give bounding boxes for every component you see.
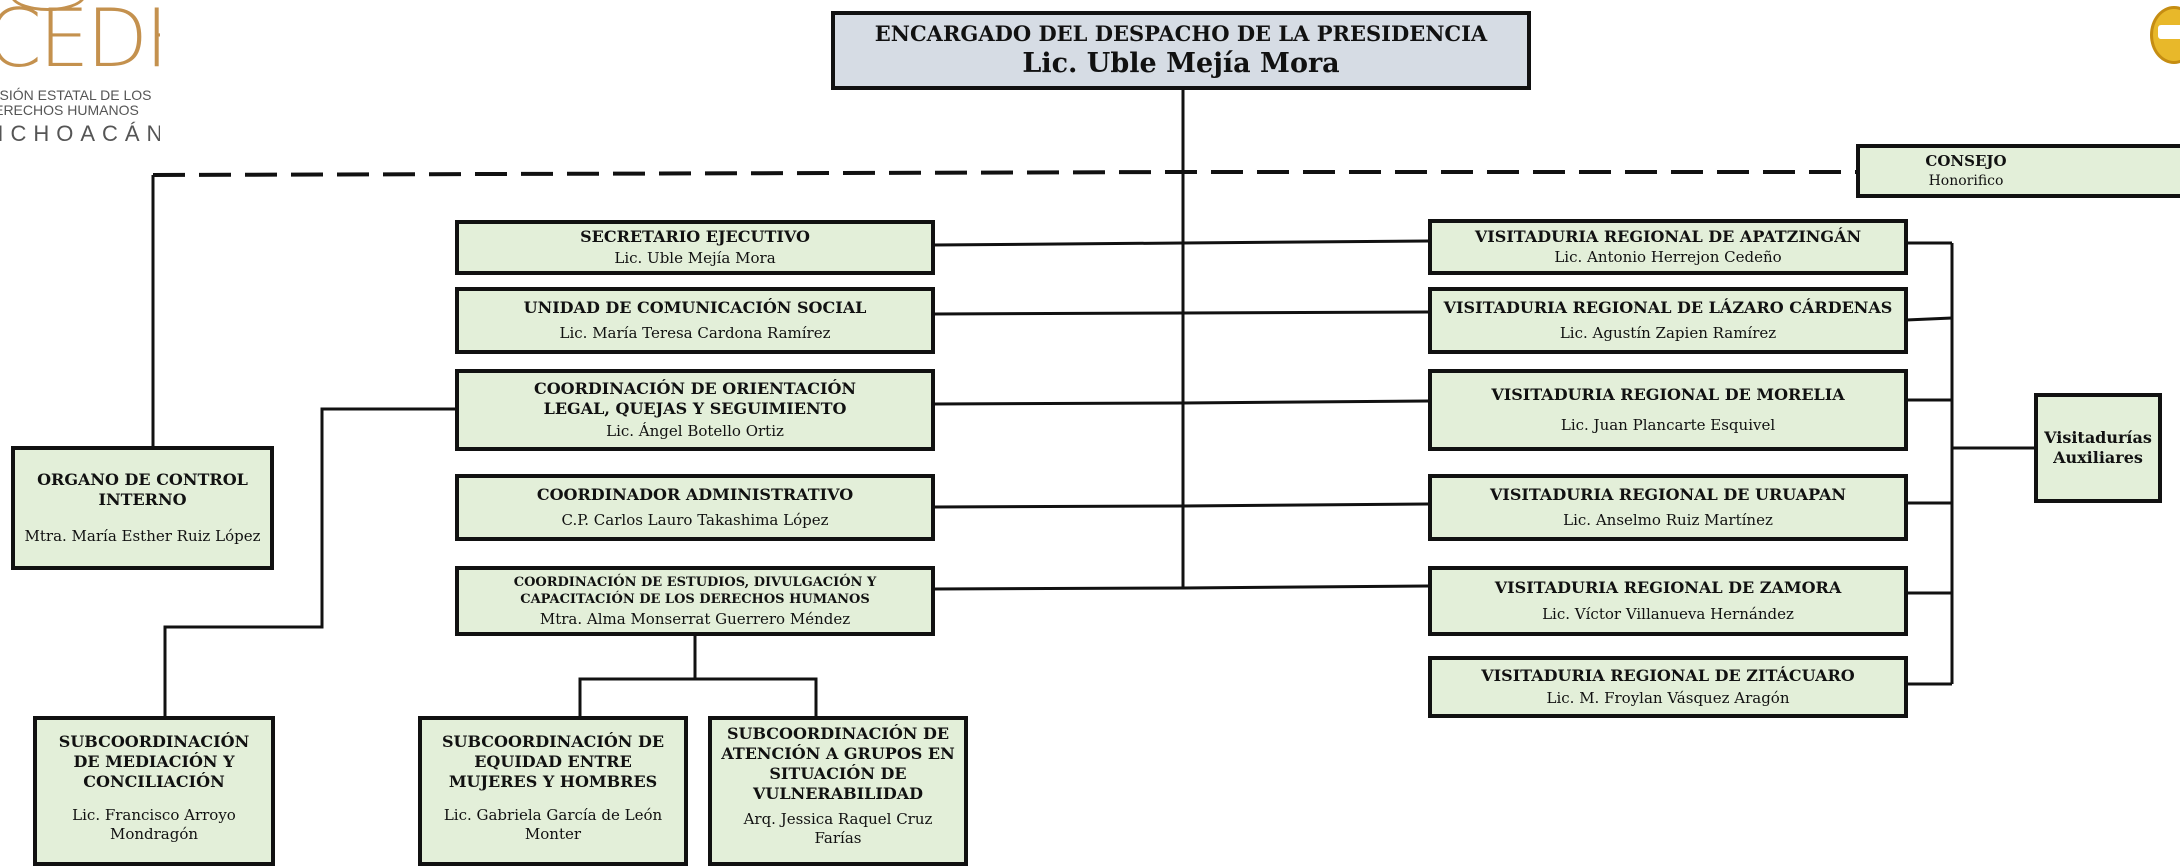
regional-name: Lic. M. Froylan Vásquez Aragón (1546, 689, 1790, 708)
regional-title: VISITADURIA REGIONAL DE ZITÁCUARO (1481, 665, 1855, 685)
unit-title: COORDINADOR ADMINISTRATIVO (536, 485, 854, 505)
branch-morelia (1182, 399, 1429, 405)
equidad-box: SUBCOORDINACIÓN DE EQUIDAD ENTRE MUJERES… (418, 716, 688, 866)
unit-name: C.P. Carlos Lauro Takashima López (561, 510, 829, 529)
branch-mediacion (163, 407, 455, 716)
branch-zamora (1182, 584, 1429, 590)
estudios-box: COORDINACIÓN DE ESTUDIOS, DIVULGACIÓN Y … (455, 566, 935, 636)
auxiliares-title: Visitadurías Auxiliares (2044, 428, 2152, 467)
unit-title: COORDINACIÓN DE ESTUDIOS, DIVULGACIÓN Y … (513, 575, 877, 608)
unit-name: Lic. María Teresa Cardona Ramírez (559, 323, 831, 342)
morelia-box: VISITADURIA REGIONAL DE MORELIA Lic. Jua… (1428, 369, 1908, 451)
branch-uruapan (1182, 502, 1429, 508)
administrativo-box: COORDINADOR ADMINISTRATIVO C.P. Carlos L… (455, 474, 935, 541)
regional-name: Lic. Agustín Zapien Ramírez (1559, 323, 1777, 342)
subcoord-title: SUBCOORDINACIÓN DE EQUIDAD ENTRE MUJERES… (441, 732, 665, 791)
regional-title: VISITADURIA REGIONAL DE MORELIA (1491, 385, 1845, 405)
vulnerabilidad-box: SUBCOORDINACIÓN DE ATENCIÓN A GRUPOS EN … (708, 716, 968, 866)
branch-secretario (932, 241, 1184, 247)
regional-title: VISITADURIA REGIONAL DE APATZINGÁN (1474, 226, 1862, 246)
regional-title: VISITADURIA REGIONAL DE LÁZARO CÁRDENAS (1443, 298, 1893, 318)
subcoord-name: Lic. Gabriela García de León Monter (443, 806, 663, 843)
unit-name: Mtra. Alma Monserrat Guerrero Méndez (539, 609, 851, 628)
subcoord-title: SUBCOORDINACIÓN DE ATENCIÓN A GRUPOS EN … (721, 724, 955, 803)
branch-administrativo (932, 504, 1184, 509)
zamora-box: VISITADURIA REGIONAL DE ZAMORA Lic. Víct… (1428, 566, 1908, 636)
unit-title: SECRETARIO EJECUTIVO (580, 227, 810, 247)
logo-line-2: DERECHOS HUMANOS (0, 102, 139, 118)
consejo-box: CONSEJO Honorifico (1856, 144, 2180, 198)
unit-name: Lic. Uble Mejía Mora (614, 248, 776, 267)
auxiliares-box: Visitadurías Auxiliares (2034, 393, 2162, 503)
orientacion-box: COORDINACIÓN DE ORIENTACIÓN LEGAL, QUEJA… (455, 369, 935, 451)
logo-wordmark: CEDH (0, 0, 160, 85)
regional-name: Lic. Víctor Villanueva Hernández (1542, 604, 1794, 623)
branch-comunicacion (932, 311, 1184, 316)
branch-estudios (932, 586, 1184, 591)
unit-name: Lic. Ángel Botello Ortiz (606, 422, 784, 441)
presidency-title: ENCARGADO DEL DESPACHO DE LA PRESIDENCIA (874, 20, 1488, 46)
regional-name: Lic. Anselmo Ruiz Martínez (1563, 510, 1773, 529)
branch-lazaro (1182, 310, 1429, 315)
regional-name: Lic. Juan Plancarte Esquivel (1560, 415, 1776, 434)
unit-title: UNIDAD DE COMUNICACIÓN SOCIAL (523, 298, 867, 318)
subcoord-name: Lic. Francisco Arroyo Mondragón (72, 806, 236, 843)
lazaro-box: VISITADURIA REGIONAL DE LÁZARO CÁRDENAS … (1428, 287, 1908, 354)
zitacuaro-box: VISITADURIA REGIONAL DE ZITÁCUARO Lic. M… (1428, 656, 1908, 718)
mediacion-box: SUBCOORDINACIÓN DE MEDIACIÓN Y CONCILIAC… (33, 716, 275, 866)
cedh-logo: CEDH MISIÓN ESTATAL DE LOS DERECHOS HUMA… (0, 0, 160, 150)
dashed-consejo-line (152, 170, 1860, 177)
presidency-box: ENCARGADO DEL DESPACHO DE LA PRESIDENCIA… (831, 11, 1531, 90)
branch-subcoord (578, 636, 697, 716)
control-name: Mtra. María Esther Ruiz López (24, 527, 261, 546)
logo-line-3: MICHOACÁN (0, 121, 160, 146)
consejo-title: CONSEJO (1925, 152, 2007, 170)
subcoord-name: Arq. Jessica Raquel Cruz Farías (743, 810, 933, 847)
control-title: ORGANO DE CONTROL INTERNO (37, 469, 248, 509)
branch-orientacion (932, 401, 1184, 406)
seal-icon (2150, 6, 2180, 64)
subcoord-title: SUBCOORDINACIÓN DE MEDIACIÓN Y CONCILIAC… (58, 732, 250, 791)
unit-title: COORDINACIÓN DE ORIENTACIÓN LEGAL, QUEJA… (533, 378, 857, 418)
regional-name: Lic. Antonio Herrejon Cedeño (1554, 248, 1782, 267)
presidency-name: Lic. Uble Mejía Mora (1022, 47, 1340, 79)
logo-line-1: MISIÓN ESTATAL DE LOS (0, 87, 152, 103)
apatzingan-box: VISITADURIA REGIONAL DE APATZINGÁN Lic. … (1428, 219, 1908, 275)
control-interno-box: ORGANO DE CONTROL INTERNO Mtra. María Es… (11, 446, 274, 570)
regional-title: VISITADURIA REGIONAL DE ZAMORA (1494, 578, 1842, 598)
consejo-name: Honorifico (1928, 173, 2004, 189)
secretario-box: SECRETARIO EJECUTIVO Lic. Uble Mejía Mor… (455, 220, 935, 275)
uruapan-box: VISITADURIA REGIONAL DE URUAPAN Lic. Ans… (1428, 474, 1908, 541)
regional-title: VISITADURIA REGIONAL DE URUAPAN (1489, 485, 1847, 505)
comunicacion-box: UNIDAD DE COMUNICACIÓN SOCIAL Lic. María… (455, 287, 935, 354)
branch-apatzingan (1182, 239, 1429, 245)
